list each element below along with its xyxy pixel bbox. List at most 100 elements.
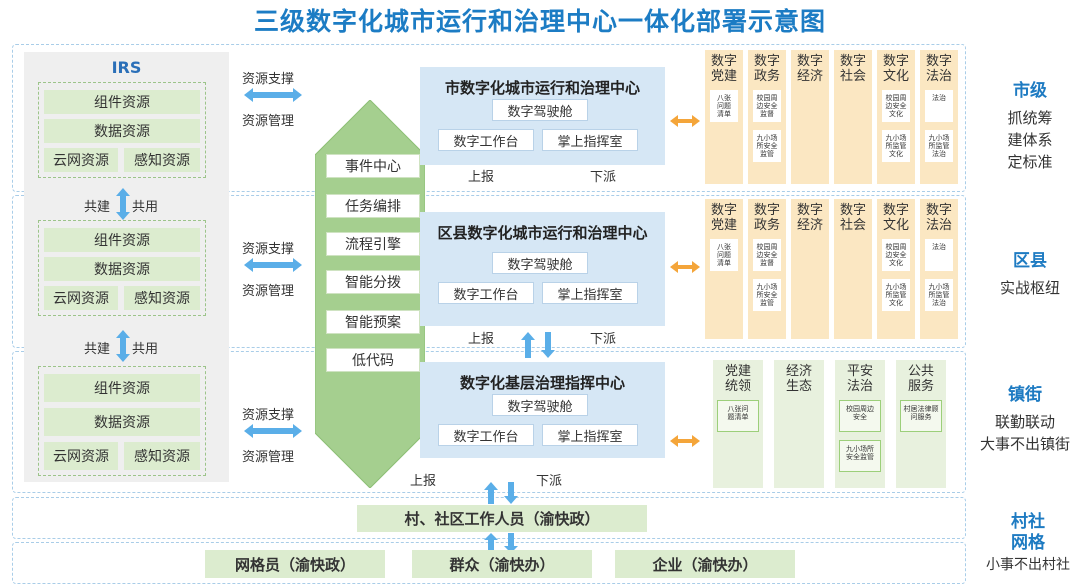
arrow-resource (244, 258, 302, 272)
menu-item[interactable]: 低代码 (326, 348, 420, 372)
level-district-desc: 实战枢纽 (999, 279, 1060, 297)
arrow-city-cols (670, 115, 700, 127)
domain-column (834, 50, 872, 184)
band-district (12, 195, 966, 348)
component-resource: 组件资源 (44, 228, 200, 252)
cockpit-button[interactable]: 数字驾驶舱 (492, 394, 588, 416)
domain-column (791, 199, 829, 339)
domain-column-title: 数字 法治 (925, 203, 952, 233)
component-resource: 组件资源 (44, 374, 200, 402)
domain-column (791, 50, 829, 184)
menu-item[interactable]: 任务编排 (326, 194, 420, 218)
domain-column-title: 数字 文化 (882, 203, 909, 233)
domain-chip: 九小场所 安全监管 (839, 440, 881, 472)
irs-resource-group (38, 82, 206, 178)
domain-chip: 九小场 所监管 法治 (925, 279, 953, 311)
workbench-button[interactable]: 数字工作台 (438, 424, 534, 446)
level-village-desc: 小事不出村社 (986, 557, 1070, 573)
page-title: 三级数字化城市运行和治理中心一体化部署示意图 (253, 7, 826, 36)
domain-column-title: 数字 党建 (710, 203, 737, 233)
workbench-button[interactable]: 数字工作台 (438, 282, 534, 304)
sensing-resource: 感知资源 (124, 286, 200, 310)
domain-column (774, 360, 824, 488)
center-title: 数字化基层治理指挥中心 (459, 374, 625, 392)
command-room-button[interactable]: 掌上指挥室 (542, 424, 638, 446)
domain-chip: 九小场 所安全 监管 (753, 279, 781, 311)
level-village: 村社 网格 小事不出村社 (976, 512, 1080, 576)
label-down-town: 下派 (536, 474, 563, 489)
data-resource: 数据资源 (44, 257, 200, 281)
village-staff: 村、社区工作人员（渝快政） (357, 505, 647, 532)
domain-chip: 校园周 边安全 监督 (753, 239, 781, 271)
menu-item[interactable]: 智能分拨 (326, 270, 420, 294)
label-co-build: 共建 (84, 200, 111, 215)
level-city-desc-2: 建体系 (1007, 131, 1053, 149)
domain-chip: 九小场 所安全 监管 (753, 130, 781, 162)
domain-column-title: 数字 政务 (753, 54, 780, 84)
level-district-name: 区县 (1013, 251, 1047, 271)
level-district: 区县 实战枢纽 (982, 246, 1078, 299)
component-resource: 组件资源 (44, 90, 200, 114)
domain-chip: 法治 (925, 239, 953, 271)
domain-chip: 九小场 所监管 文化 (882, 279, 910, 311)
domain-chip: 九小场 所监管 文化 (882, 130, 910, 162)
grid-enterprise: 企业（渝快办） (615, 550, 795, 578)
level-town-desc-1: 联勤联动 (994, 413, 1055, 431)
command-room-button[interactable]: 掌上指挥室 (542, 282, 638, 304)
label-co-use: 共用 (132, 200, 159, 215)
label-co-build: 共建 (84, 342, 111, 357)
level-village-name: 村社 网格 (1011, 512, 1045, 553)
arrow-resource (244, 88, 302, 102)
domain-column-title: 平安 法治 (846, 364, 873, 394)
label-dispatch-down: 下派 (590, 170, 617, 185)
label-co-use: 共用 (132, 342, 159, 357)
level-city-desc-1: 抓统筹 (1007, 109, 1053, 127)
irs-resource-group (38, 366, 206, 476)
domain-column-title: 数字 文化 (882, 54, 909, 84)
level-city: 市级 抓统筹 建体系 定标准 (982, 76, 1078, 173)
domain-chip: 八张 问题 清单 (710, 239, 738, 271)
label-up-town: 上报 (410, 474, 437, 489)
domain-chip: 校园周 边安全 文化 (882, 90, 910, 122)
level-town-desc-2: 大事不出镇街 (979, 435, 1070, 453)
domain-column (834, 199, 872, 339)
data-resource: 数据资源 (44, 408, 200, 436)
domain-chip: 村居法律顾 问服务 (900, 400, 942, 432)
domain-column-title: 公共 服务 (907, 364, 934, 394)
cockpit-button[interactable]: 数字驾驶舱 (492, 252, 588, 274)
domain-column-title: 数字 政务 (753, 203, 780, 233)
label-resource-support: 资源支撑 (242, 408, 295, 423)
domain-column-title: 数字 经济 (796, 54, 823, 84)
domain-column-title: 数字 社会 (839, 54, 866, 84)
menu-item[interactable]: 流程引擎 (326, 232, 420, 256)
center-title: 市数字化城市运行和治理中心 (444, 79, 640, 97)
arrow-district-town (521, 332, 555, 358)
data-resource: 数据资源 (44, 119, 200, 143)
cockpit-button[interactable]: 数字驾驶舱 (492, 99, 588, 121)
sensing-resource: 感知资源 (124, 148, 200, 172)
label-report-up: 上报 (468, 332, 495, 347)
menu-item[interactable]: 智能预案 (326, 310, 420, 334)
arrow-resource (244, 424, 302, 438)
arrow-village-grid (484, 533, 518, 553)
arrow-co-build (116, 188, 130, 220)
menu-item[interactable]: 事件中心 (326, 154, 420, 178)
arrow-district-cols (670, 261, 700, 273)
label-dispatch-down: 下派 (590, 332, 617, 347)
label-resource-support: 资源支撑 (242, 72, 295, 87)
domain-chip: 八张问 题清单 (717, 400, 759, 432)
domain-chip: 法治 (925, 90, 953, 122)
command-room-button[interactable]: 掌上指挥室 (542, 129, 638, 151)
label-resource-support: 资源支撑 (242, 242, 295, 257)
level-city-desc-3: 定标准 (1007, 153, 1053, 171)
domain-column-title: 数字 社会 (839, 203, 866, 233)
domain-chip: 校园周 边安全 文化 (882, 239, 910, 271)
label-resource-management: 资源管理 (242, 284, 295, 299)
domain-chip: 八张 问题 清单 (710, 90, 738, 122)
cloud-network-resource: 云网资源 (44, 148, 118, 172)
domain-column-title: 经济 生态 (785, 364, 812, 394)
center-title: 区县数字化城市运行和治理中心 (437, 224, 648, 242)
cloud-network-resource: 云网资源 (44, 442, 118, 470)
irs-resource-group (38, 220, 206, 316)
workbench-button[interactable]: 数字工作台 (438, 129, 534, 151)
